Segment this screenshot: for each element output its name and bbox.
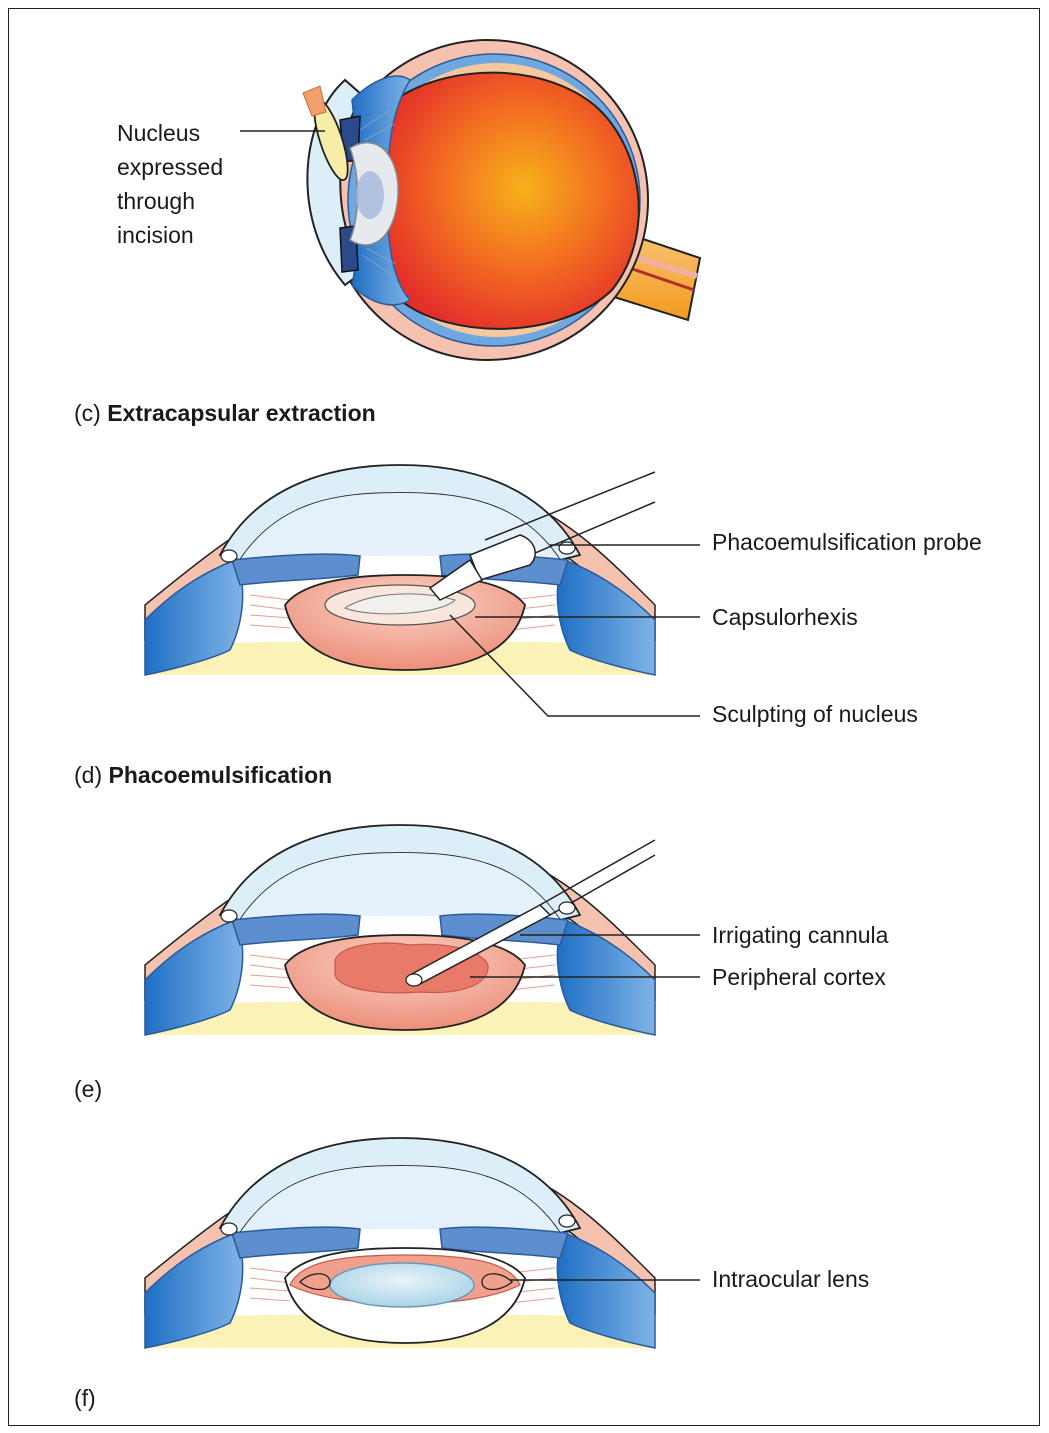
caption-e: (e) [74,1076,103,1102]
label-capsulorhexis: Capsulorhexis [712,604,858,630]
iol-haptic-left [299,1273,331,1291]
panel-d-anterior [144,464,700,717]
phaco-probe [428,471,656,601]
instrument-tip [302,85,327,117]
panel-f-anterior [144,1137,700,1349]
label-phaco-probe: Phacoemulsification probe [712,529,982,555]
label-sculpting: Sculpting of nucleus [712,701,918,727]
panel-c-eye [240,39,702,361]
caption-c: (c) Extracapsular extraction [74,400,376,427]
iol-haptic-right [481,1273,513,1291]
iris-left-d [231,553,361,586]
iol-optic [329,1262,475,1308]
nucleus-expressed-label: Nucleus expressed through incision [117,120,224,248]
panel-e-anterior [144,824,700,1036]
irrigating-cannula [405,839,656,987]
caption-d-title: Phacoemulsification [108,762,333,788]
caption-d-letter: (d) [74,762,103,788]
figure-frame [8,8,1040,1426]
caption-d: (d) Phacoemulsification [74,762,332,789]
label-peripheral-cortex: Peripheral cortex [712,964,886,990]
caption-f: (f) [74,1385,96,1411]
retina-vitreous [381,71,640,330]
label-intraocular-lens: Intraocular lens [712,1266,870,1292]
label-irrigating-cannula: Irrigating cannula [712,922,889,948]
caption-c-title: Extracapsular extraction [107,400,376,426]
caption-c-letter: (c) [74,400,101,426]
